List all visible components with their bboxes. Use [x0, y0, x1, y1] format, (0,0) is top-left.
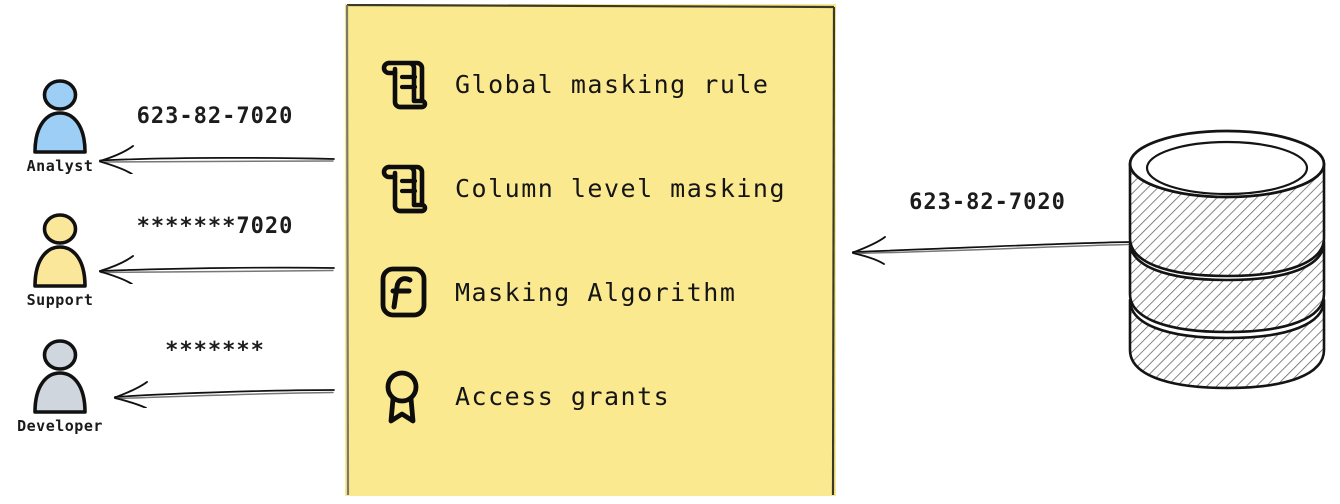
- database-cylinder-icon: [1118, 118, 1340, 403]
- list-item-label: Masking Algorithm: [455, 277, 737, 307]
- flow-analyst: 623-82-7020: [95, 104, 335, 174]
- scroll-document-icon: [375, 55, 439, 113]
- arrow-left-icon: [99, 145, 335, 174]
- arrow-left-icon: [114, 381, 335, 408]
- actor-developer: Developer: [0, 338, 120, 435]
- masking-policy-panel: Global masking rule Column level masking: [345, 4, 836, 496]
- arrow-left-icon: [99, 255, 335, 284]
- user-avatar-icon: [33, 213, 87, 288]
- scroll-document-icon: [375, 159, 439, 217]
- actor-label: Support: [26, 291, 94, 309]
- user-avatar-icon: [33, 79, 87, 154]
- actor-analyst: Analyst: [0, 78, 120, 175]
- flow-label-database: 623-82-7020: [909, 190, 1066, 215]
- flow-developer: *******: [95, 338, 335, 408]
- actor-support: Support: [0, 212, 120, 309]
- flow-database: 623-82-7020: [845, 190, 1130, 270]
- list-item[interactable]: Access grants: [375, 360, 826, 432]
- flow-label-analyst: 623-82-7020: [136, 104, 294, 129]
- arrow-left-icon: [852, 236, 1130, 265]
- actor-label: Developer: [17, 417, 103, 435]
- actor-label: Analyst: [26, 157, 94, 175]
- list-item[interactable]: Column level masking: [375, 152, 826, 224]
- list-item-label: Access grants: [455, 381, 671, 411]
- flow-label-developer: *******: [165, 338, 265, 363]
- award-ribbon-icon: [375, 367, 439, 425]
- user-avatar-icon: [33, 339, 87, 414]
- function-f-icon: [375, 263, 439, 321]
- list-item[interactable]: Global masking rule: [375, 48, 826, 120]
- flow-label-support: *******7020: [136, 214, 294, 239]
- flow-support: *******7020: [95, 214, 335, 284]
- list-item-label: Column level masking: [455, 173, 787, 203]
- list-item[interactable]: Masking Algorithm: [375, 256, 826, 328]
- list-item-label: Global masking rule: [455, 69, 770, 99]
- masking-feature-list: Global masking rule Column level masking: [375, 48, 826, 432]
